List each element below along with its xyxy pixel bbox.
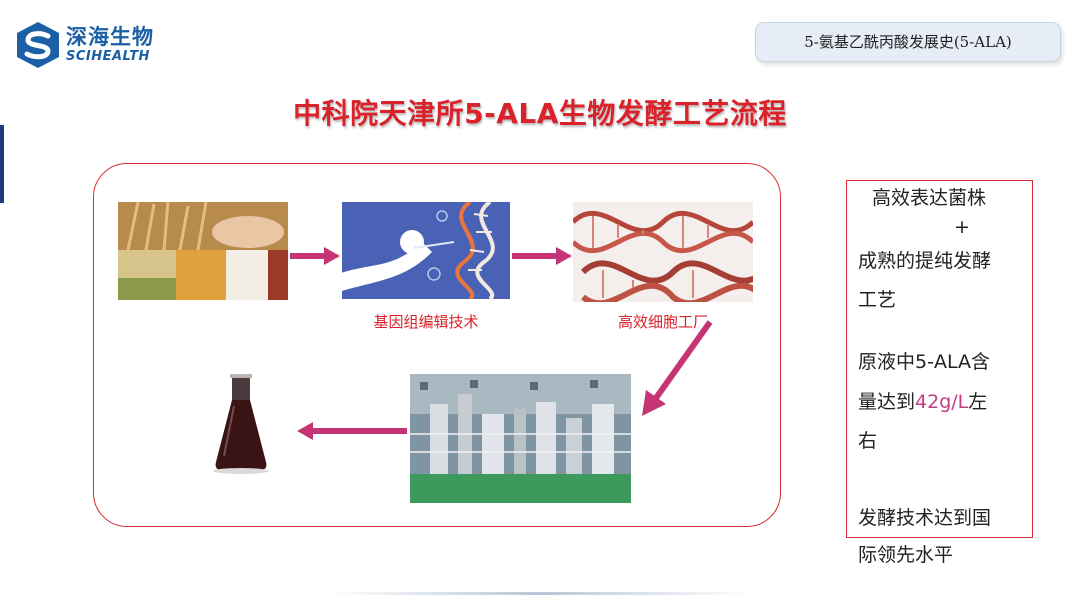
fermentation-plant-photo	[410, 374, 631, 503]
sciheath-logo-icon	[14, 20, 62, 70]
gene-editing-illustration	[342, 202, 510, 299]
raw-materials-photo	[118, 202, 288, 300]
arrow-diagonal	[642, 320, 713, 416]
summary-line-1: 高效表达菌株	[872, 187, 987, 209]
arrow-right-1	[290, 247, 340, 265]
summary-line-8: 际领先水平	[858, 544, 954, 566]
summary-line-4: 原液中5-ALA含	[858, 351, 990, 373]
footer-divider	[330, 592, 750, 595]
section-badge: 5-氨基乙酰丙酸发展史(5-ALA)	[755, 22, 1061, 62]
gene-editing-caption: 基因组编辑技术	[373, 313, 479, 331]
product-flask-photo	[208, 370, 274, 476]
process-flow-frame	[93, 163, 781, 527]
arrow-left	[297, 422, 407, 440]
cell-factory-caption: 高效细胞工厂	[617, 313, 708, 331]
left-accent-bar	[0, 125, 4, 203]
page-title: 中科院天津所5-ALA生物发酵工艺流程	[293, 97, 787, 130]
summary-plus: +	[954, 216, 970, 238]
logo-chinese-name: 深海生物	[66, 25, 154, 49]
summary-line-7: 发酵技术达到国	[858, 507, 992, 529]
concentration-value: 42g/L	[915, 391, 969, 413]
summary-line-5: 量达到42g/L左	[858, 385, 987, 419]
arrow-right-2	[512, 247, 572, 265]
summary-line-2: 成熟的提纯发酵	[858, 250, 992, 272]
dna-helix-photo	[573, 202, 753, 302]
summary-line-5-b: 左	[968, 391, 988, 413]
summary-line-6: 右	[858, 430, 878, 452]
logo-english-name: SCIHEALTH	[66, 49, 150, 64]
summary-line-5-a: 量达到	[858, 391, 916, 413]
summary-box	[846, 180, 1033, 538]
summary-line-3: 工艺	[858, 289, 897, 311]
